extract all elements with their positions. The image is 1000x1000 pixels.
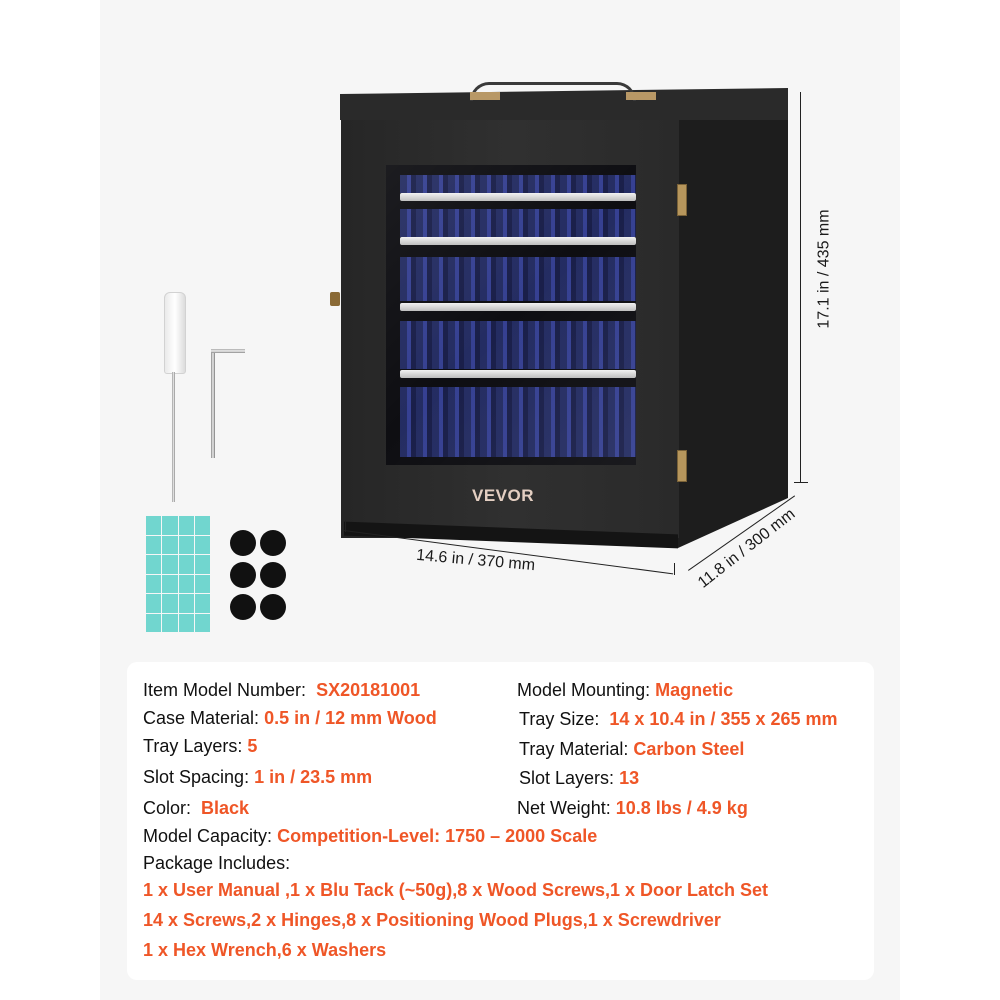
spec-slot-layers: Slot Layers: 13 (519, 768, 640, 788)
spec-tray-layers: Tray Layers: 5 (143, 736, 258, 756)
washers-icon (230, 530, 288, 620)
package-line: 1 x User Manual ,1 x Blu Tack (~50g),8 x… (143, 880, 769, 900)
miniatures-row (400, 257, 636, 301)
miniatures-row (400, 175, 636, 193)
hinge-icon (677, 450, 687, 482)
spec-tray-material: Tray Material: Carbon Steel (519, 739, 745, 759)
miniatures-row (400, 387, 636, 457)
door-latch-icon (330, 292, 340, 306)
hex-wrench-long-arm (211, 350, 215, 458)
cabinet-side-panel (678, 90, 788, 548)
spec-model-capacity: Model Capacity: Competition-Level: 1750 … (143, 826, 598, 846)
miniatures-row (400, 209, 636, 237)
hinge-icon (677, 184, 687, 216)
screwdriver-handle (164, 292, 186, 374)
spec-case-material: Case Material: 0.5 in / 12 mm Wood (143, 708, 437, 728)
handle-mount-right (626, 92, 656, 100)
height-label: 17.1 in / 435 mm (815, 209, 833, 329)
spec-model-mounting: Model Mounting: Magnetic (517, 680, 734, 700)
spec-color: Color: Black (143, 798, 250, 818)
spec-slot-spacing: Slot Spacing: 1 in / 23.5 mm (143, 767, 373, 787)
cabinet-glass-window (386, 165, 636, 465)
glass-reflection (386, 165, 636, 465)
miniatures-row (400, 321, 636, 369)
handle-mount-left (470, 92, 500, 100)
cabinet-top (340, 88, 788, 120)
package-line: 1 x Hex Wrench,6 x Washers (143, 940, 387, 960)
tray-shelf (400, 237, 636, 245)
spec-tray-size: Tray Size: 14 x 10.4 in / 355 x 265 mm (519, 709, 838, 729)
tray-shelf (400, 370, 636, 378)
tray-shelf (400, 303, 636, 311)
blu-tack-icon (146, 516, 210, 632)
tray-shelf (400, 193, 636, 201)
brand-logo: VEVOR (472, 486, 535, 505)
screwdriver-shaft (172, 372, 175, 502)
package-includes-heading: Package Includes: (143, 853, 291, 873)
package-line: 14 x Screws,2 x Hinges,8 x Positioning W… (143, 910, 721, 930)
specifications-card (127, 662, 874, 980)
spec-item-model-number: Item Model Number: SX20181001 (143, 680, 421, 700)
hex-wrench-short-arm (211, 349, 245, 353)
spec-net-weight: Net Weight: 10.8 lbs / 4.9 kg (517, 798, 748, 818)
